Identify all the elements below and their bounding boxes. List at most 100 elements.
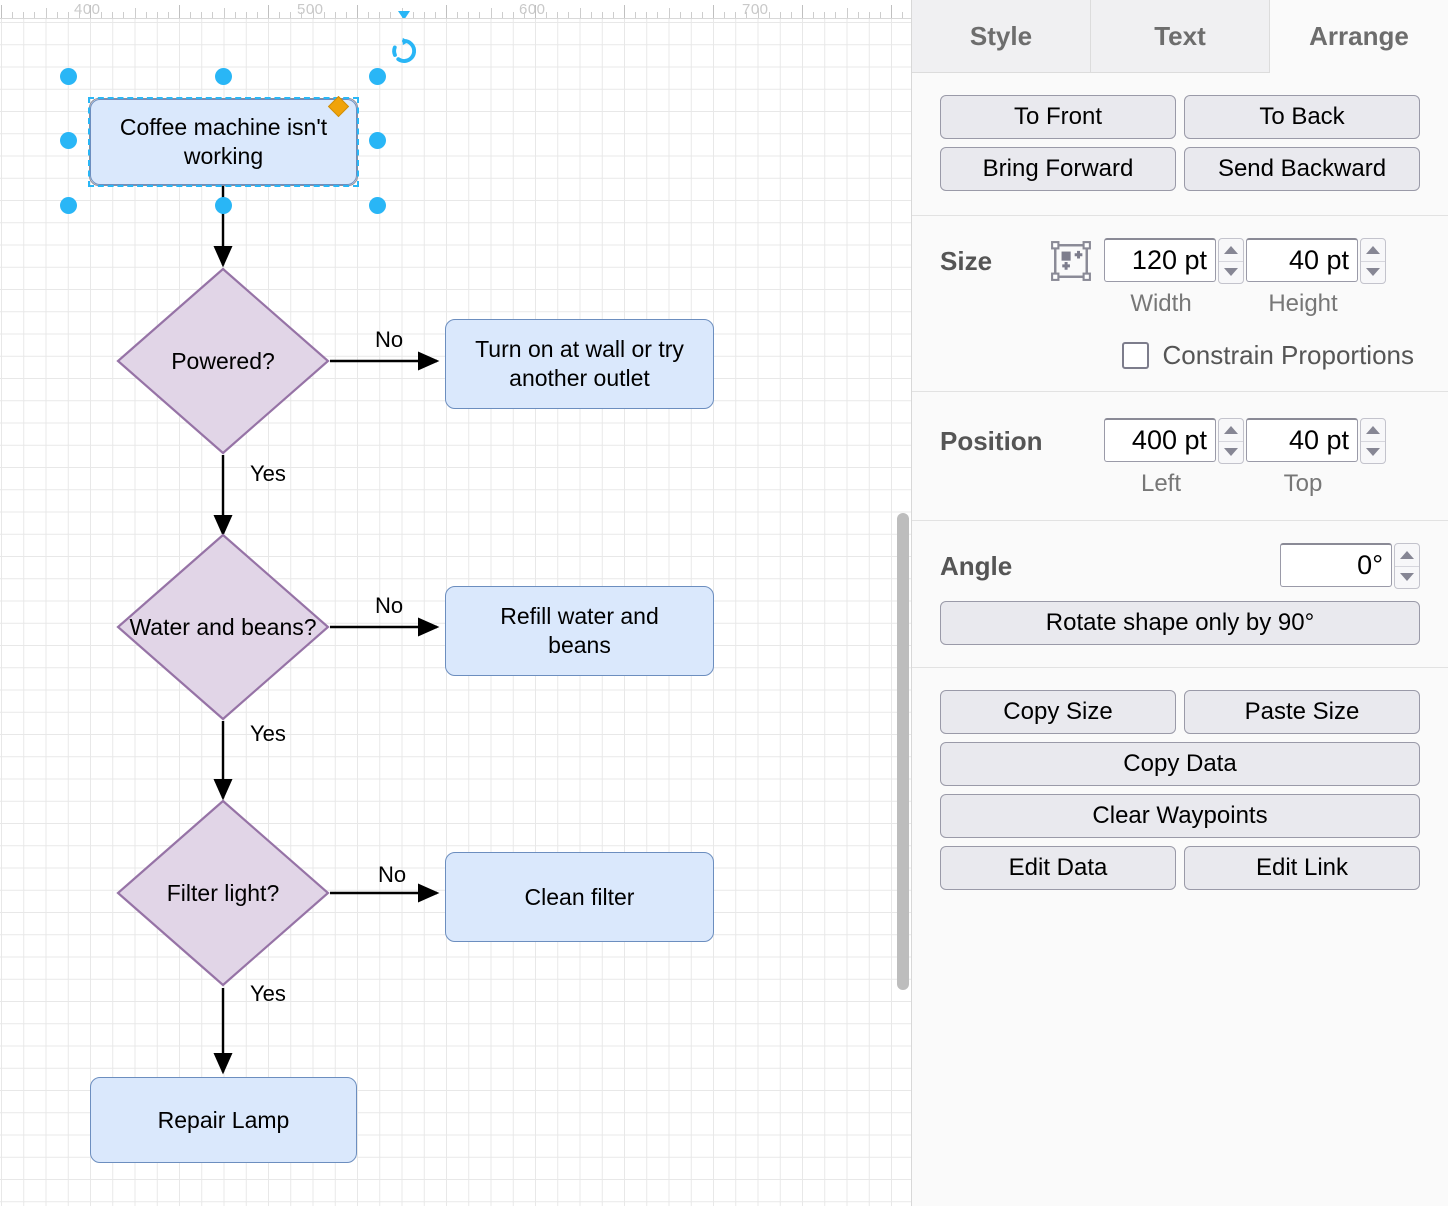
- node-refill[interactable]: Refill water and beans: [445, 586, 714, 676]
- to-front-button[interactable]: To Front: [940, 95, 1176, 139]
- left-input[interactable]: 400 pt: [1104, 418, 1216, 462]
- top-spinner[interactable]: [1360, 418, 1386, 464]
- node-clean-filter-label: Clean filter: [524, 883, 635, 910]
- width-sublabel: Width: [1130, 290, 1192, 317]
- top-input[interactable]: 40 pt: [1246, 418, 1358, 462]
- resize-handle-s[interactable]: [215, 197, 232, 214]
- node-powered-label: Powered?: [171, 347, 275, 374]
- to-back-button[interactable]: To Back: [1184, 95, 1420, 139]
- edge-label-filter-yes: Yes: [250, 981, 286, 1006]
- height-input[interactable]: 40 pt: [1246, 238, 1358, 282]
- left-spin-up[interactable]: [1219, 419, 1243, 441]
- node-start[interactable]: Coffee machine isn't working: [90, 99, 357, 185]
- tab-arrange[interactable]: Arrange: [1270, 0, 1448, 73]
- left-spinner[interactable]: [1218, 418, 1244, 464]
- width-spin-down[interactable]: [1219, 260, 1243, 284]
- height-spin-up[interactable]: [1361, 239, 1385, 261]
- resize-handle-e[interactable]: [369, 132, 386, 149]
- position-title: Position: [940, 425, 1043, 456]
- tab-style[interactable]: Style: [912, 0, 1091, 73]
- order-section: To Front To Back Bring Forward Send Back…: [912, 73, 1448, 216]
- send-backward-label: Send Backward: [1217, 155, 1387, 182]
- top-spin-up[interactable]: [1361, 419, 1385, 441]
- diamond-shape: [116, 267, 330, 455]
- node-repair-lamp[interactable]: Repair Lamp: [90, 1077, 357, 1163]
- canvas-vertical-scrollbar[interactable]: [897, 513, 909, 990]
- bring-forward-button[interactable]: Bring Forward: [940, 147, 1176, 191]
- clear-waypoints-label: Clear Waypoints: [1092, 802, 1268, 829]
- format-panel: Style Text Arrange To Front To Back B: [911, 0, 1448, 1206]
- resize-handle-ne[interactable]: [369, 68, 386, 85]
- constrain-proportions-checkbox[interactable]: [1121, 342, 1149, 369]
- tab-style-label: Style: [969, 20, 1033, 51]
- position-section: Position 400 pt 40 pt: [912, 392, 1448, 521]
- width-spinner[interactable]: [1218, 238, 1244, 284]
- edge-label-filter-no: No: [378, 862, 407, 887]
- copy-data-label: Copy Data: [1123, 750, 1237, 777]
- width-stepper[interactable]: 120 pt: [1104, 238, 1244, 284]
- edge-label-water-no: No: [375, 593, 404, 618]
- ruler-label-600: 600: [519, 1, 546, 18]
- size-title: Size: [940, 245, 993, 276]
- left-stepper[interactable]: 400 pt: [1104, 418, 1244, 464]
- node-start-label: Coffee machine isn't working: [119, 114, 328, 169]
- node-water-beans[interactable]: Water and beans?: [116, 533, 330, 721]
- resize-handle-n[interactable]: [215, 68, 232, 85]
- tab-text[interactable]: Text: [1091, 0, 1270, 73]
- width-input[interactable]: 120 pt: [1104, 238, 1216, 282]
- bring-forward-label: Bring Forward: [982, 155, 1134, 182]
- tab-text-label: Text: [1154, 20, 1206, 51]
- rotate-icon[interactable]: [389, 36, 419, 71]
- edge-label-water-yes: Yes: [250, 721, 286, 746]
- height-stepper[interactable]: 40 pt: [1246, 238, 1386, 284]
- angle-spinner[interactable]: [1394, 543, 1420, 589]
- constrain-proportions-label: Constrain Proportions: [1162, 340, 1414, 370]
- tab-arrange-label: Arrange: [1309, 20, 1409, 51]
- top-spin-down[interactable]: [1361, 440, 1385, 464]
- actions-section: Copy Size Paste Size Copy Data Clear Way…: [912, 668, 1448, 912]
- edge-label-powered-no: No: [375, 327, 404, 352]
- height-spin-down[interactable]: [1361, 260, 1385, 284]
- node-filter-light[interactable]: Filter light?: [116, 799, 330, 987]
- ruler-label-500: 500: [297, 1, 324, 18]
- copy-data-button[interactable]: Copy Data: [940, 742, 1420, 786]
- height-spinner[interactable]: [1360, 238, 1386, 284]
- resize-handle-sw[interactable]: [60, 197, 77, 214]
- angle-spin-down[interactable]: [1395, 565, 1419, 589]
- paste-size-button[interactable]: Paste Size: [1184, 690, 1420, 734]
- rotate-shape-90-button[interactable]: Rotate shape only by 90°: [940, 601, 1420, 645]
- angle-input[interactable]: 0°: [1280, 543, 1392, 587]
- ruler-cursor-indicator: [398, 11, 410, 18]
- edge-label-powered-yes: Yes: [250, 461, 286, 486]
- send-backward-button[interactable]: Send Backward: [1184, 147, 1420, 191]
- ruler-label-400: 400: [74, 1, 101, 18]
- paste-size-label: Paste Size: [1244, 698, 1360, 725]
- node-turn-on[interactable]: Turn on at wall or try another outlet: [445, 319, 714, 409]
- top-stepper[interactable]: 40 pt: [1246, 418, 1386, 464]
- edit-data-button[interactable]: Edit Data: [940, 846, 1176, 890]
- resize-handle-nw[interactable]: [60, 68, 77, 85]
- angle-stepper[interactable]: 0°: [1280, 543, 1420, 589]
- node-repair-lamp-label: Repair Lamp: [157, 1106, 290, 1133]
- diamond-shape: [116, 533, 330, 721]
- node-turn-on-label: Turn on at wall or try another outlet: [475, 336, 684, 391]
- autosize-icon[interactable]: [1040, 240, 1102, 282]
- edit-data-label: Edit Data: [1008, 854, 1108, 881]
- width-spin-up[interactable]: [1219, 239, 1243, 261]
- node-clean-filter[interactable]: Clean filter: [445, 852, 714, 942]
- size-section: Size 120 pt: [912, 216, 1448, 392]
- clear-waypoints-button[interactable]: Clear Waypoints: [940, 794, 1420, 838]
- to-back-label: To Back: [1259, 103, 1345, 130]
- diagram-canvas[interactable]: 400 500 600 700: [0, 0, 911, 1206]
- copy-size-button[interactable]: Copy Size: [940, 690, 1176, 734]
- node-powered[interactable]: Powered?: [116, 267, 330, 455]
- resize-handle-w[interactable]: [60, 132, 77, 149]
- angle-spin-up[interactable]: [1395, 544, 1419, 566]
- height-sublabel: Height: [1268, 290, 1338, 317]
- resize-handle-se[interactable]: [369, 197, 386, 214]
- horizontal-ruler[interactable]: 400 500 600 700: [0, 0, 911, 19]
- edit-link-button[interactable]: Edit Link: [1184, 846, 1420, 890]
- copy-size-label: Copy Size: [1003, 698, 1113, 725]
- rotate-shape-90-label: Rotate shape only by 90°: [1045, 609, 1315, 636]
- left-spin-down[interactable]: [1219, 440, 1243, 464]
